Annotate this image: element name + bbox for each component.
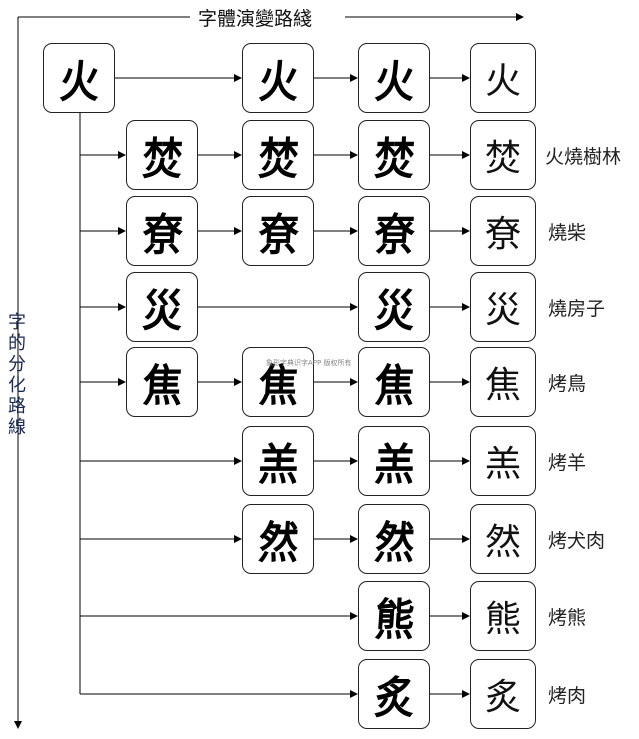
modern-char-box: 焚 (470, 120, 536, 190)
ancient-glyph-box: 焦 (358, 347, 430, 417)
ancient-glyph-box: 焦 (242, 347, 314, 417)
meaning-label: 燒房子 (548, 298, 606, 320)
modern-char: 焦 (484, 365, 521, 406)
ancient-glyph: 尞 (257, 210, 299, 261)
ancient-glyph: 羔 (257, 440, 299, 491)
ancient-glyph-box: 焚 (242, 120, 314, 190)
meaning-label: 燒柴 (548, 222, 587, 244)
modern-char-box: 熊 (470, 581, 536, 651)
ancient-glyph-box: 羔 (242, 426, 314, 496)
ancient-glyph: 羔 (373, 440, 415, 491)
ancient-glyph-box: 炙 (358, 659, 430, 729)
ancient-glyph: 火 (373, 57, 415, 108)
modern-char: 炙 (484, 677, 521, 718)
ancient-glyph: 然 (373, 518, 415, 569)
ancient-glyph-box: 焚 (126, 120, 198, 190)
meaning-label: 火燒樹林 (545, 146, 622, 168)
meaning-label: 烤熊 (548, 607, 587, 629)
ancient-glyph-box: 火 (358, 43, 430, 113)
ancient-glyph: 火 (58, 57, 100, 108)
ancient-glyph-box: 焚 (358, 120, 430, 190)
modern-char-box: 然 (470, 504, 536, 574)
ancient-glyph-box: 焦 (126, 347, 198, 417)
ancient-glyph: 尞 (141, 210, 183, 261)
ancient-glyph: 災 (373, 286, 415, 337)
differentiation-path-title: 字的分化路線 (8, 312, 26, 438)
ancient-glyph-box: 然 (358, 504, 430, 574)
modern-char-box: 焦 (470, 347, 536, 417)
modern-char: 然 (484, 522, 521, 563)
modern-char: 羔 (484, 444, 521, 485)
ancient-glyph-box: 熊 (358, 581, 430, 651)
ancient-glyph-box: 羔 (358, 426, 430, 496)
ancient-glyph-box: 尞 (242, 196, 314, 266)
meaning-label: 烤肉 (548, 685, 587, 707)
ancient-glyph: 災 (141, 286, 183, 337)
watermark: 象形字典识字APP 版权所有 (266, 359, 352, 367)
ancient-glyph: 焚 (373, 134, 415, 185)
modern-char: 災 (484, 290, 521, 331)
ancient-glyph: 尞 (373, 210, 415, 261)
ancient-glyph-box: 尞 (358, 196, 430, 266)
ancient-glyph-box: 火 (242, 43, 314, 113)
modern-char: 火 (484, 61, 521, 102)
ancient-glyph: 熊 (373, 595, 415, 646)
ancient-glyph: 炙 (373, 673, 415, 724)
modern-char: 焚 (484, 138, 521, 179)
ancient-glyph: 焦 (141, 361, 183, 412)
modern-char-box: 尞 (470, 196, 536, 266)
ancient-glyph-box: 災 (126, 272, 198, 342)
modern-char-box: 火 (470, 43, 536, 113)
meaning-label: 烤鳥 (548, 373, 587, 395)
ancient-glyph-box: 尞 (126, 196, 198, 266)
modern-char-box: 羔 (470, 426, 536, 496)
evolution-path-title: 字體演變路綫 (198, 8, 313, 30)
ancient-glyph: 然 (257, 518, 299, 569)
ancient-glyph: 焦 (373, 361, 415, 412)
ancient-glyph: 焚 (141, 134, 183, 185)
modern-char: 熊 (484, 599, 521, 640)
modern-char: 尞 (484, 214, 521, 255)
meaning-label: 烤羊 (548, 452, 587, 474)
ancient-glyph: 焚 (257, 134, 299, 185)
ancient-glyph: 火 (257, 57, 299, 108)
ancient-glyph-box: 然 (242, 504, 314, 574)
meaning-label: 烤犬肉 (548, 530, 606, 552)
modern-char-box: 災 (470, 272, 536, 342)
ancient-glyph-box: 災 (358, 272, 430, 342)
ancient-glyph-box: 火 (43, 43, 115, 113)
modern-char-box: 炙 (470, 659, 536, 729)
